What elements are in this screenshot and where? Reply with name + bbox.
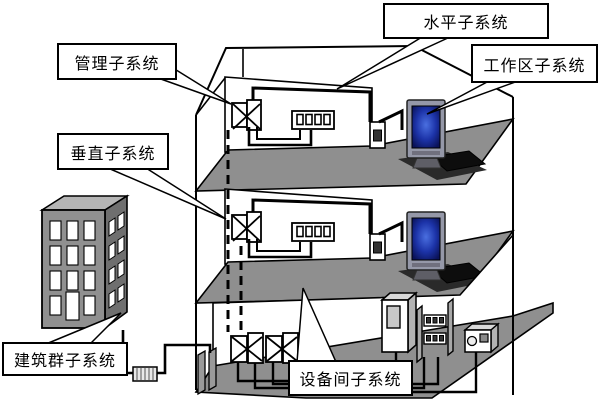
campus-building-side-windows	[108, 211, 125, 309]
label-equipmentroom-subsystem: 设备间子系统	[288, 360, 413, 396]
label-campus-subsystem: 建筑群子系统	[2, 342, 128, 376]
campus-building	[39, 194, 130, 330]
network-device	[463, 322, 500, 354]
equipment-rack	[416, 297, 454, 364]
label-vertical-subsystem: 垂直子系统	[57, 133, 169, 170]
label-equipmentroom-text: 设备间子系统	[299, 370, 402, 389]
label-vertical-text: 垂直子系统	[70, 143, 156, 163]
label-management-text: 管理子系统	[74, 53, 160, 73]
horizontal-callout-tail	[336, 36, 451, 90]
entrance-facility-panels	[197, 346, 217, 396]
campus-building-windows	[49, 220, 96, 321]
equipment-cabinet	[380, 291, 418, 354]
label-management-subsystem: 管理子系统	[57, 43, 177, 80]
label-workarea-subsystem: 工作区子系统	[471, 44, 598, 83]
label-workarea-text: 工作区子系统	[483, 55, 586, 75]
label-campus-text: 建筑群子系统	[13, 351, 116, 370]
label-horizontal-text: 水平子系统	[423, 13, 509, 32]
workarea-callout-tail	[426, 80, 519, 115]
main-distribution-frames	[230, 332, 299, 364]
label-horizontal-subsystem: 水平子系统	[383, 3, 549, 39]
